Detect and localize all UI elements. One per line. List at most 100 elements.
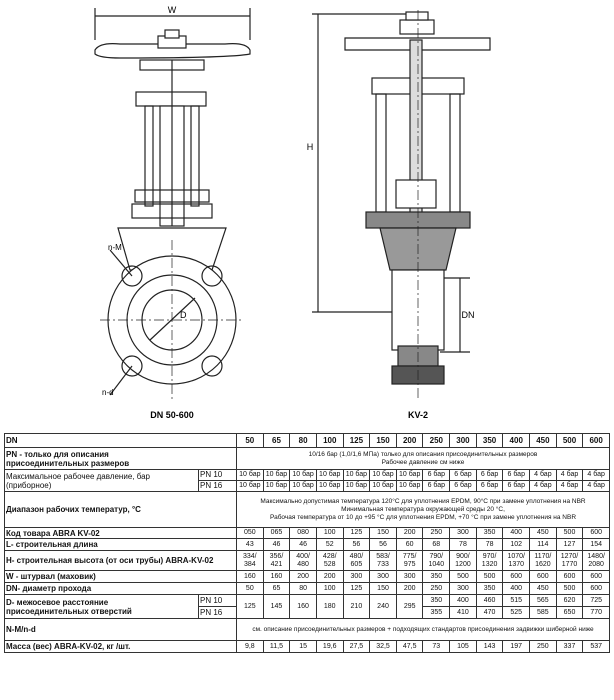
value-cell: 300 <box>342 570 371 583</box>
value-cell: 725 <box>582 594 610 607</box>
value-cell: 19,6 <box>315 640 344 653</box>
value-cell: 900/ 1200 <box>449 550 477 571</box>
row-label: N-M/n-d <box>4 618 237 641</box>
dim-w-label: W <box>168 5 177 15</box>
value-cell: 970/ 1320 <box>475 550 504 571</box>
value-cell: 334/ 384 <box>236 550 264 571</box>
value-cell: 27,5 <box>342 640 371 653</box>
value-cell: 125 <box>342 582 371 595</box>
value-cell: 600 <box>582 433 610 448</box>
value-cell: 4 бар <box>529 469 557 481</box>
value-cell: 65 <box>262 582 291 595</box>
value-cell: 450 <box>529 433 557 448</box>
value-cell: 73 <box>422 640 451 653</box>
value-cell: 180 <box>315 594 344 619</box>
value-cell: 6 бар <box>449 469 477 481</box>
value-cell: 46 <box>289 538 317 551</box>
row-h: H- строительная высота (от оси трубы) AB… <box>4 550 610 571</box>
value-cell: 525 <box>502 606 531 619</box>
value-cell: 350 <box>475 582 504 595</box>
value-cell: 114 <box>529 538 557 551</box>
value-cell: 6 бар <box>475 469 504 481</box>
pn10-label: PN 10 <box>198 469 237 481</box>
value-cell: 600 <box>582 527 610 539</box>
value-cell: 460 <box>475 594 504 607</box>
value-cell: 410 <box>449 606 477 619</box>
pn-label-line-1: PN - только для описания <box>6 449 109 459</box>
value-cell: 102 <box>502 538 531 551</box>
row-label: Максимальное рабочее давление, бар (приб… <box>4 469 199 492</box>
value-cell: 600 <box>502 570 531 583</box>
value-cell: 10 бар <box>369 480 397 492</box>
value-cell: 160 <box>289 594 317 619</box>
value-cell: 400/ 480 <box>289 550 317 571</box>
value-cell: 10 бар <box>289 469 317 481</box>
value-cell: 4 бар <box>582 469 610 481</box>
pn16-label: PN 16 <box>198 480 237 492</box>
value-cell: 500 <box>475 570 504 583</box>
row-label: H- строительная высота (от оси трубы) AB… <box>4 550 237 571</box>
value-cell: 10 бар <box>289 480 317 492</box>
value-cell: 355 <box>422 606 451 619</box>
value-cell: 300 <box>449 582 477 595</box>
value-cell: 500 <box>555 582 584 595</box>
right-view-caption: KV-2 <box>408 410 428 420</box>
value-cell: 1070/ 1370 <box>502 550 531 571</box>
pn-note-line-1: 10/16 бар (1,0/1,6 МПа) только для описа… <box>308 450 538 458</box>
value-cell: 428/ 528 <box>315 550 344 571</box>
pn16-label: PN 16 <box>198 606 237 619</box>
row-label: DN- диаметр прохода <box>4 582 237 595</box>
value-cell: 10 бар <box>262 469 291 481</box>
value-cell: 127 <box>555 538 584 551</box>
value-cell: 650 <box>555 606 584 619</box>
value-cell: 105 <box>449 640 477 653</box>
value-cell: 065 <box>262 527 291 539</box>
value-cell: 197 <box>502 640 531 653</box>
value-cell: 10 бар <box>236 469 264 481</box>
value-cell: 515 <box>502 594 531 607</box>
dim-h-label: H <box>307 142 314 152</box>
value-cell: 200 <box>315 570 344 583</box>
dim-dn-label: DN <box>462 310 475 320</box>
value-cell: 200 <box>395 582 424 595</box>
value-cell: 600 <box>582 582 610 595</box>
row-label: Код товара ABRA KV-02 <box>4 527 237 539</box>
value-cell: 100 <box>315 582 344 595</box>
d-label-line-1: D- межосевое расстояние <box>6 597 109 607</box>
value-cell: 620 <box>555 594 584 607</box>
value-cell: 1480/ 2080 <box>582 550 610 571</box>
value-cell: 4 бар <box>582 480 610 492</box>
value-cell: 6 бар <box>449 480 477 492</box>
valve-drawing: W H DN D n-M n-d DN 50-600 KV-2 <box>94 5 491 420</box>
value-cell: 9,8 <box>236 640 264 653</box>
d-label-line-2: присоединительных отверстий <box>6 606 132 616</box>
pn-note: 10/16 бар (1,0/1,6 МПа) только для описа… <box>236 447 610 470</box>
value-cell: 470 <box>475 606 504 619</box>
value-cell: 337 <box>555 640 584 653</box>
row-label: DN <box>4 433 237 448</box>
row-pressure-pn10: Максимальное рабочее давление, бар (приб… <box>4 469 610 492</box>
value-cell: 52 <box>315 538 344 551</box>
value-cell: 10 бар <box>395 469 424 481</box>
nm-note: см. описание присоединительных размеров … <box>236 618 610 641</box>
value-cell: 78 <box>449 538 477 551</box>
value-cell: 145 <box>262 594 291 619</box>
temp-note: Максимально допустимая температура 120°С… <box>236 491 610 528</box>
left-view-caption: DN 50-600 <box>150 410 194 420</box>
value-cell: 10 бар <box>315 480 344 492</box>
value-cell: 56 <box>342 538 371 551</box>
value-cell: 350 <box>422 594 451 607</box>
value-cell: 1170/ 1620 <box>529 550 557 571</box>
value-cell: 11,5 <box>262 640 291 653</box>
value-cell: 46 <box>262 538 291 551</box>
value-cell: 60 <box>395 538 424 551</box>
value-cell: 6 бар <box>502 480 531 492</box>
value-cell: 790/ 1040 <box>422 550 451 571</box>
row-label: Диапазон рабочих температур, °С <box>4 491 237 528</box>
value-cell: 65 <box>262 433 291 448</box>
value-cell: 10 бар <box>342 480 371 492</box>
